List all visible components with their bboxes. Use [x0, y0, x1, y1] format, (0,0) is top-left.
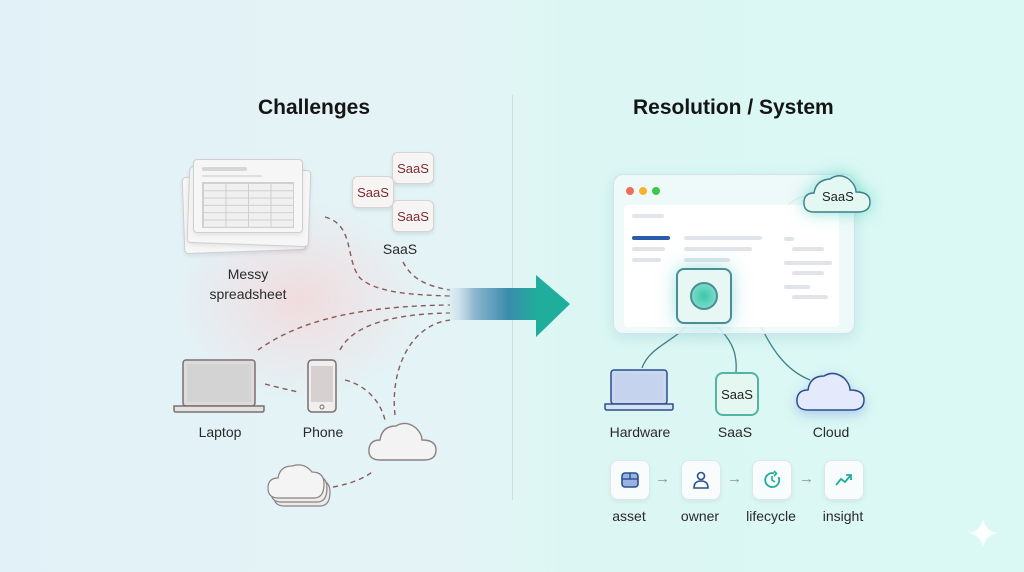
cloud-icon — [368, 422, 437, 461]
hub-core-icon — [690, 282, 718, 310]
trend-up-icon — [835, 474, 852, 486]
hardware-label: Hardware — [609, 424, 671, 440]
sparkle-icon — [968, 518, 998, 548]
step-lifecycle[interactable] — [752, 460, 792, 500]
hardware-laptop-icon — [604, 369, 674, 411]
window-close-dot[interactable] — [626, 187, 634, 195]
spreadsheet-label-line1: Messy — [227, 266, 269, 282]
resolution-title: Resolution / System — [633, 96, 834, 119]
step-label-asset: asset — [612, 508, 646, 524]
window-maximize-dot[interactable] — [652, 187, 660, 195]
step-owner[interactable] — [681, 460, 721, 500]
box-icon — [621, 472, 639, 488]
step-asset[interactable] — [610, 460, 650, 500]
phone-label: Phone — [302, 424, 344, 440]
cloud-system-icon — [796, 372, 865, 411]
step-arrow: → — [799, 470, 814, 487]
window-minimize-dot[interactable] — [639, 187, 647, 195]
saas-box: SaaS — [715, 372, 759, 416]
saas-chip: SaaS — [392, 152, 434, 184]
refresh-clock-icon — [764, 470, 781, 488]
step-insight[interactable] — [824, 460, 864, 500]
stacked-clouds-icon — [267, 464, 331, 507]
phone-icon — [307, 359, 337, 413]
saas-system-label: SaaS — [717, 424, 753, 440]
cloud-label: Cloud — [812, 424, 850, 440]
step-label-insight: insight — [822, 508, 864, 524]
saas-chip: SaaS — [392, 200, 434, 232]
spreadsheet-label-line2: spreadsheet — [209, 286, 287, 302]
saas-chip: SaaS — [352, 176, 394, 208]
central-hub[interactable] — [676, 268, 732, 324]
laptop-label: Laptop — [198, 424, 242, 440]
spreadsheet-label: Messy spreadsheet — [198, 264, 298, 304]
step-arrow: → — [727, 470, 742, 487]
saas-cloud-label: SaaS — [822, 189, 854, 204]
laptop-icon — [173, 359, 265, 413]
transition-arrow — [440, 275, 570, 337]
saas-label: SaaS — [382, 241, 418, 257]
step-label-owner: owner — [680, 508, 720, 524]
step-label-lifecycle: lifecycle — [746, 508, 796, 524]
dashed-lines — [257, 216, 451, 488]
user-icon — [693, 471, 709, 489]
step-arrow: → — [655, 470, 670, 487]
saas-cloud-icon — [803, 175, 871, 213]
challenges-title: Challenges — [258, 96, 371, 119]
